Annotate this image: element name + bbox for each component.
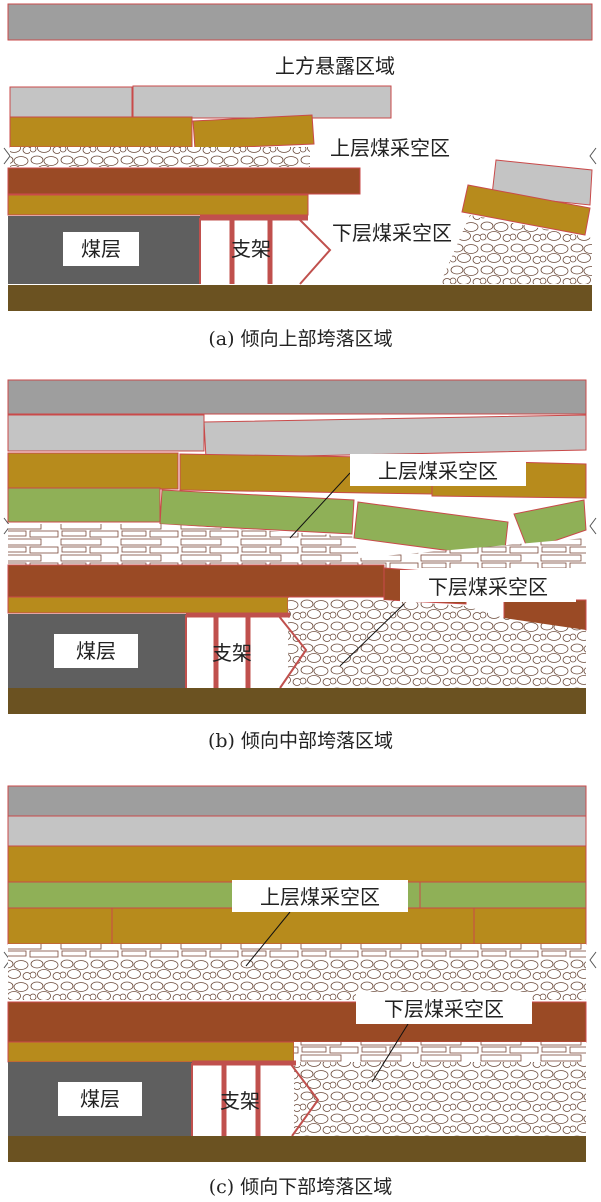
caption-c: (c) 倾向下部垮落区域	[208, 1176, 393, 1198]
floor-stratum	[8, 1136, 586, 1162]
green-block-1	[7, 487, 161, 523]
sandstone-stratum-1	[7, 845, 587, 883]
lower-goaf-rubble	[288, 598, 586, 688]
label-coal: 煤层	[76, 639, 116, 663]
upper-goaf-slabs	[8, 944, 586, 958]
break-mark-right	[589, 147, 597, 165]
label-coal: 煤层	[81, 237, 121, 261]
suspended-grey-block-2	[132, 85, 392, 119]
callout-line-upper	[245, 911, 291, 967]
label-support: 支架	[231, 237, 271, 261]
grey-block-2	[203, 414, 587, 459]
label-support: 支架	[212, 641, 252, 665]
floor-stratum	[8, 285, 592, 311]
callout-line-lower	[339, 603, 405, 667]
break-mark-right	[589, 517, 597, 535]
sandstone-stratum-lower	[7, 596, 289, 614]
label-lower-goaf: 下层煤采空区	[428, 575, 548, 599]
suspended-grey-block-1	[9, 86, 133, 120]
coal-label-box	[54, 634, 138, 668]
coal-label-box	[63, 232, 139, 266]
upper-goaf-rubble	[10, 147, 310, 167]
label-support: 支架	[220, 1089, 260, 1113]
grey-block-1	[7, 414, 205, 452]
caption-b: (b) 倾向中部垮落区域	[207, 730, 394, 752]
support-shield	[297, 217, 332, 285]
top-stratum	[7, 3, 593, 41]
green-block-4	[513, 499, 587, 551]
grey-stratum	[7, 815, 587, 847]
caption-a: (a) 倾向上部垮落区域	[208, 328, 393, 350]
support-shield	[277, 614, 308, 689]
callout-box-lower	[356, 992, 532, 1024]
label-upper-goaf: 上层煤采空区	[330, 136, 450, 160]
mudstone-stratum	[7, 167, 361, 195]
sandstone-block-2	[192, 114, 315, 150]
mudstone-block-1	[7, 564, 385, 598]
lower-goaf-rubble	[440, 215, 592, 284]
label-upper-goaf: 上层煤采空区	[260, 885, 380, 909]
panel-c-diagram: 煤层 支架 上层煤采空区 下层煤采空区	[3, 785, 597, 1162]
label-upper-goaf: 上层煤采空区	[378, 459, 498, 483]
sandstone-block-1	[7, 452, 179, 490]
label-coal: 煤层	[80, 1087, 120, 1111]
callout-line-upper	[289, 472, 351, 539]
callout-line-lower	[371, 1023, 409, 1083]
panel-a-diagram: 上方悬露区域 上层煤采空区 煤层 支架 下层煤采空区	[3, 3, 597, 311]
label-lower-goaf: 下层煤采空区	[332, 221, 452, 245]
panel-b-diagram: 煤层 支架 上层煤采空区 下层煤采空区	[3, 379, 597, 714]
top-stratum	[7, 785, 587, 817]
label-upper-exposed: 上方悬露区域	[275, 54, 395, 78]
support-shield	[289, 1062, 320, 1137]
lower-goaf-slabs	[294, 1042, 586, 1062]
label-lower-goaf: 下层煤采空区	[384, 997, 504, 1021]
callout-box-upper	[350, 454, 526, 486]
sandstone-stratum-lower	[7, 194, 309, 216]
coal-label-box	[58, 1082, 142, 1116]
upper-goaf-debris	[8, 524, 586, 568]
sandstone-block-1	[9, 116, 193, 148]
sandstone-stratum-lower	[7, 1041, 295, 1063]
break-mark-left	[3, 147, 11, 165]
sandstone-stratum-2	[7, 907, 587, 945]
green-block-2	[159, 489, 355, 535]
break-mark-right	[589, 951, 597, 969]
top-stratum	[7, 379, 587, 415]
floor-stratum	[8, 688, 586, 714]
collapsed-sandstone-block	[461, 184, 591, 236]
callout-box-upper	[232, 880, 408, 912]
callout-box-lower	[400, 570, 576, 602]
